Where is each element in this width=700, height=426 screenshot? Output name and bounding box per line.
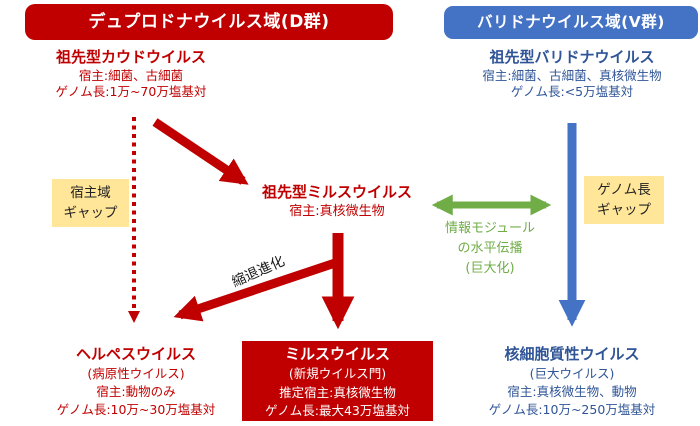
node-title: 祖先型ミルスウイルス (261, 183, 412, 201)
node-host-line: 宿主:真核微生物 (289, 204, 385, 219)
node-ancestral-caudovirus: 祖先型カウドウイルス 宿主:細菌、古細菌 ゲノム長:1万~70万塩基対 (6, 47, 256, 100)
node-herpesvirus: ヘルペスウイルス (病原性ウイルス) 宿主:動物のみ ゲノム長:10万~30万塩… (16, 344, 256, 419)
horizontal-transfer-caption: 情報モジュール の水平伝播 (巨大化) (415, 219, 565, 279)
gap-line: ギャップ (597, 202, 651, 218)
node-host-line: 宿主:細菌、古細菌、真核微生物 (482, 68, 662, 83)
gap-line: 宿主域 (70, 185, 111, 201)
host-range-gap-box: 宿主域 ギャップ (52, 179, 129, 227)
reductive-evolution-label: 縮退進化 (229, 253, 288, 291)
caption-line: (巨大化) (465, 261, 515, 276)
node-genome-line: ゲノム長:1万~70万塩基対 (55, 84, 207, 99)
gap-line: ギャップ (63, 205, 118, 221)
caption-line: 情報モジュール (444, 221, 536, 236)
node-title: ヘルペスウイルス (75, 345, 196, 363)
node-ancestral-mirusvirus: 祖先型ミルスウイルス 宿主:真核微生物 (227, 182, 447, 221)
node-nucleocytoplasmic-virus: 核細胞質性ウイルス (巨大ウイルス) 宿主:真核微生物、動物 ゲノム長:10万~… (452, 344, 692, 419)
node-subtitle: (病原性ウイルス) (87, 366, 185, 381)
node-host-line: 宿主:真核微生物、動物 (507, 384, 637, 399)
node-host-line: 推定宿主:真核微生物 (279, 384, 396, 400)
header-duplodnaviria: デュプロドナウイルス域(D群) (25, 4, 393, 40)
gap-line: ゲノム長 (597, 182, 651, 198)
node-title: ミルスウイルス (284, 345, 390, 363)
node-title: 祖先型カウドウイルス (55, 48, 206, 66)
node-host-line: 宿主:細菌、古細菌 (78, 68, 184, 83)
caption-line: の水平伝播 (457, 241, 523, 256)
node-subtitle: (巨大ウイルス) (529, 366, 615, 381)
caudo-to-mirus-ancestor-arrow (152, 118, 249, 185)
node-host-line: 宿主:動物のみ (96, 384, 176, 399)
node-subtitle: (新規ウイルス門) (288, 366, 387, 381)
node-genome-line: ゲノム長:最大43万塩基対 (265, 403, 410, 418)
node-genome-line: ゲノム長:10万~250万塩基対 (488, 402, 656, 417)
node-ancestral-varidnavirus: 祖先型バリドナウイルス 宿主:細菌、古細菌、真核微生物 ゲノム長:<5万塩基対 (447, 47, 697, 100)
node-title: 核細胞質性ウイルス (504, 345, 640, 363)
genome-length-gap-box: ゲノム長 ギャップ (584, 176, 664, 224)
node-title: 祖先型バリドナウイルス (489, 48, 655, 66)
node-genome-line: ゲノム長:10万~30万塩基対 (56, 402, 216, 417)
node-genome-line: ゲノム長:<5万塩基対 (510, 84, 634, 99)
node-mirusvirus-box: ミルスウイルス (新規ウイルス門) 推定宿主:真核微生物 ゲノム長:最大43万塩… (242, 341, 433, 421)
header-varidnaviria: バリドナウイルス域(V群) (444, 6, 698, 39)
